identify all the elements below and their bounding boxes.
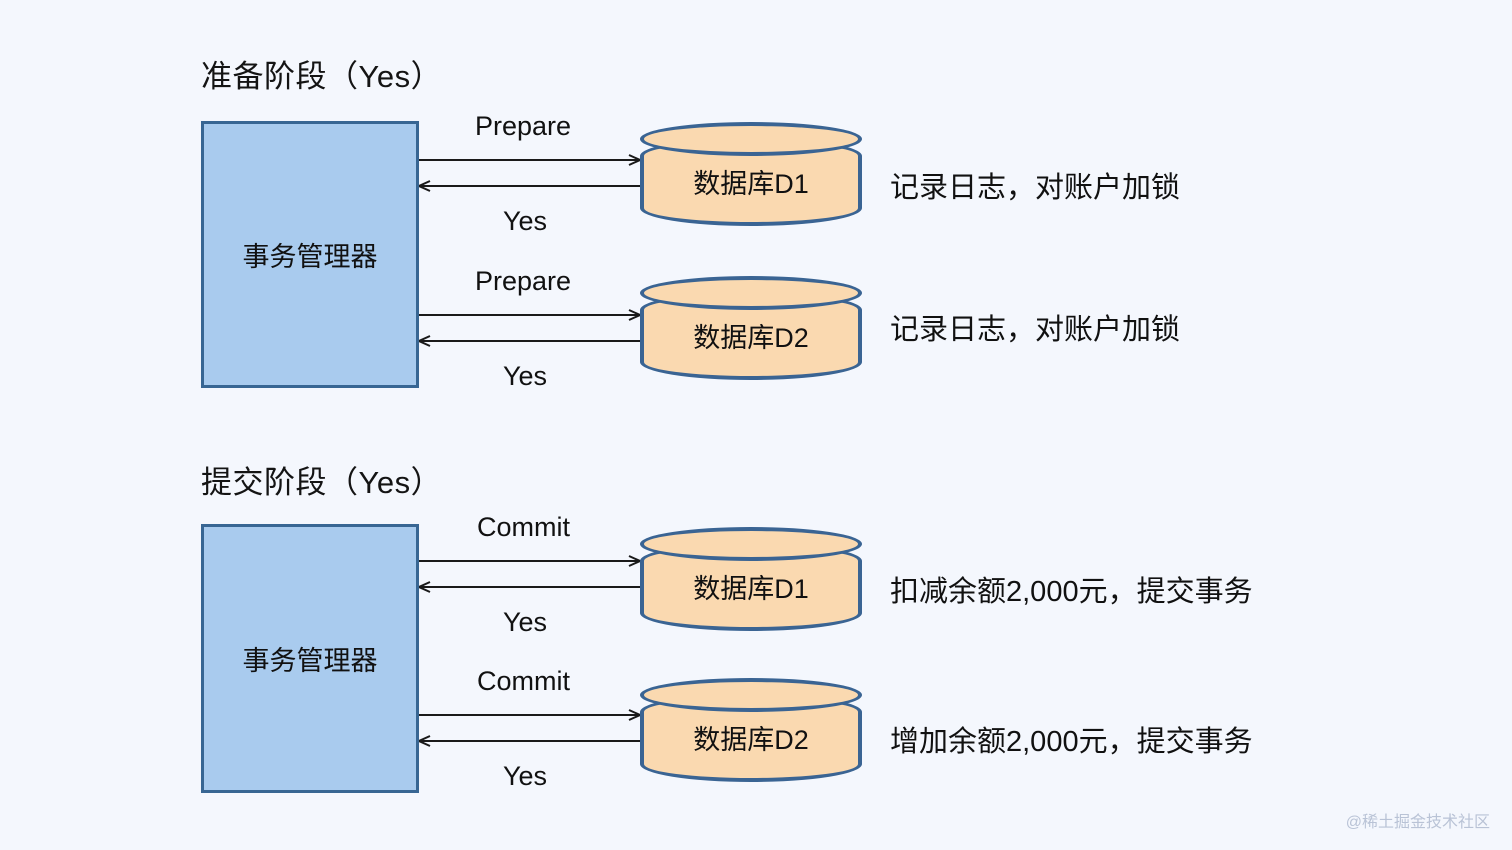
database-d2-prepare: 数据库D2 <box>640 276 862 380</box>
edge-label-commit-d1-response: Yes <box>503 607 548 637</box>
transaction-manager-commit-label: 事务管理器 <box>242 646 378 676</box>
edge-label-commit-d1-request: Commit <box>477 512 570 542</box>
cylinder-top-ellipse <box>640 276 862 310</box>
transaction-manager-prepare: 事务管理器 <box>201 121 419 388</box>
note-prepare-d1: 记录日志，对账户加锁 <box>890 172 1181 204</box>
cylinder-top-ellipse <box>640 527 862 561</box>
transaction-manager-prepare-label: 事务管理器 <box>242 242 378 272</box>
transaction-manager-commit: 事务管理器 <box>201 524 419 793</box>
cylinder-top-ellipse <box>640 122 862 156</box>
database-d1-prepare-label: 数据库D1 <box>693 168 809 199</box>
note-commit-d1: 扣减余额2,000元，提交事务 <box>890 576 1253 608</box>
edge-label-prepare-d2-response: Yes <box>503 361 548 391</box>
note-prepare-d2: 记录日志，对账户加锁 <box>890 314 1181 346</box>
database-d2-commit: 数据库D2 <box>640 678 862 782</box>
database-d1-commit: 数据库D1 <box>640 527 862 631</box>
edge-label-prepare-d1-request: Prepare <box>475 111 572 141</box>
cylinder-top-ellipse <box>640 678 862 712</box>
prepare-phase-title: 准备阶段（Yes） <box>201 59 443 94</box>
database-d2-commit-label: 数据库D2 <box>693 724 809 755</box>
commit-phase-title: 提交阶段（Yes） <box>201 465 443 500</box>
note-commit-d2: 增加余额2,000元，提交事务 <box>890 726 1253 758</box>
database-d1-prepare: 数据库D1 <box>640 122 862 226</box>
edge-label-prepare-d2-request: Prepare <box>475 266 572 296</box>
database-d1-commit-label: 数据库D1 <box>693 573 809 604</box>
database-d2-prepare-label: 数据库D2 <box>693 322 809 353</box>
edge-label-commit-d2-request: Commit <box>477 666 570 696</box>
edge-label-prepare-d1-response: Yes <box>503 206 548 236</box>
watermark: @稀土掘金技术社区 <box>1345 814 1490 831</box>
edge-label-commit-d2-response: Yes <box>503 761 548 791</box>
